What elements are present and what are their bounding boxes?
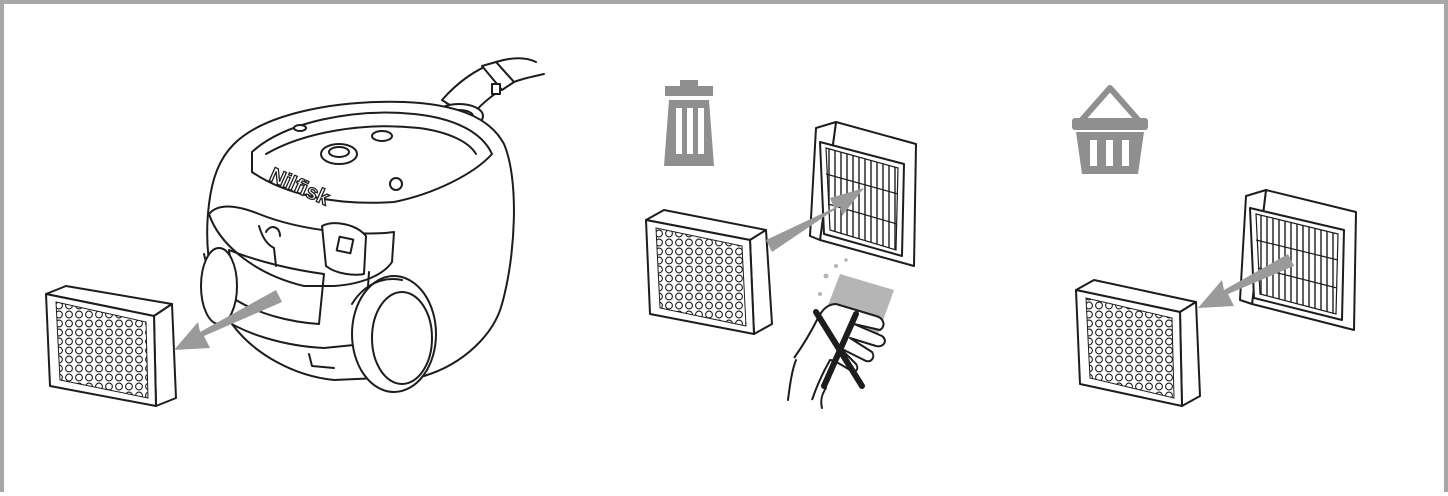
new-hepa-filter xyxy=(1240,190,1356,330)
vacuum-cleaner-illustration: Nilfisk xyxy=(201,58,544,392)
do-not-wash-icon xyxy=(788,258,894,408)
trash-bin-icon xyxy=(664,80,714,166)
shopping-basket-icon xyxy=(1072,88,1148,174)
hepa-filter xyxy=(810,122,916,266)
filter-replacement-diagram: Nilfisk xyxy=(4,4,1448,496)
foam-filter xyxy=(646,210,772,334)
new-foam-filter xyxy=(1076,280,1200,406)
removed-foam-filter xyxy=(46,286,176,406)
